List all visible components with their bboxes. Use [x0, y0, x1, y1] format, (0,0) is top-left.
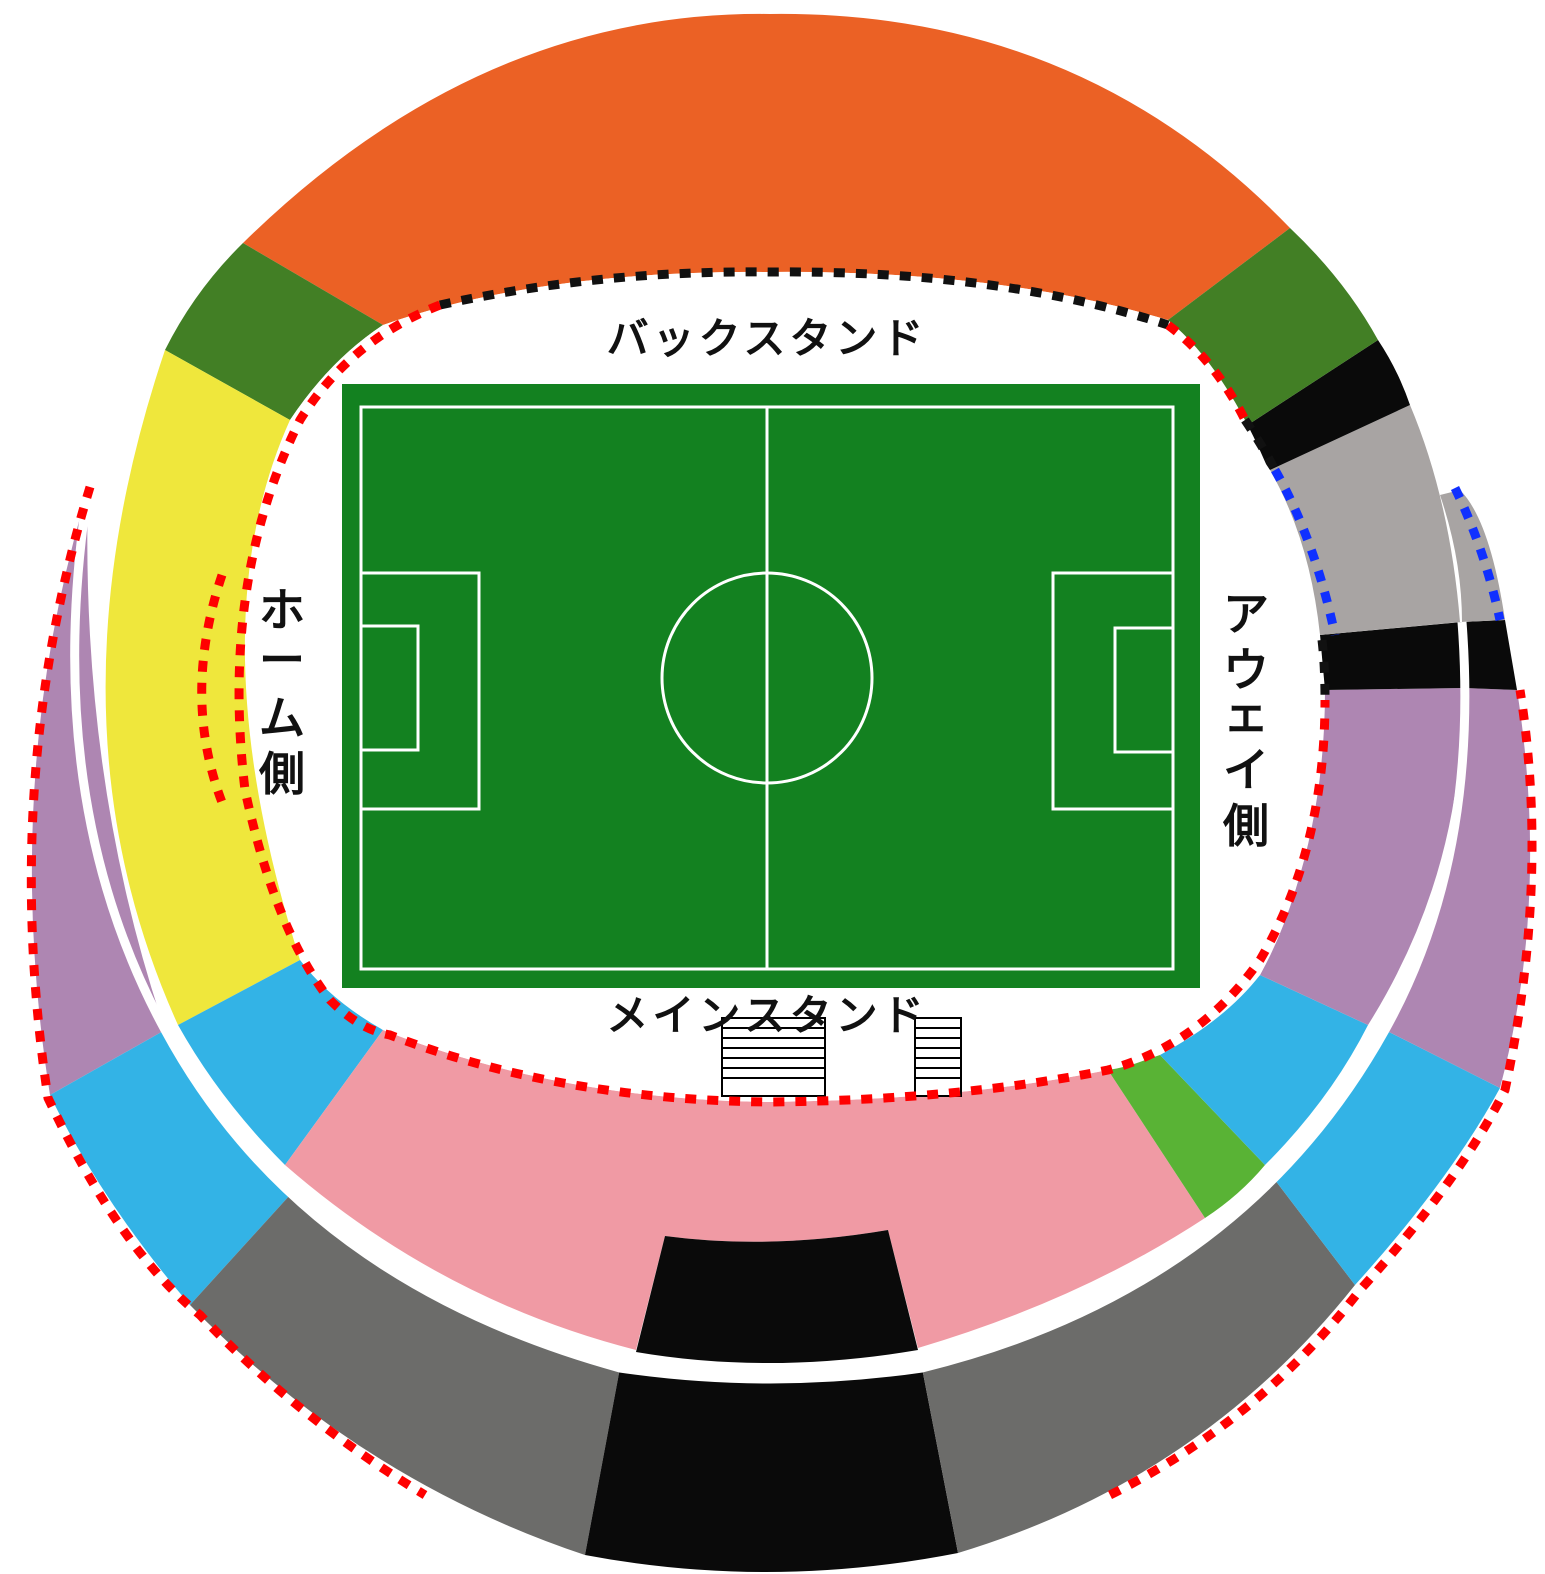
- neutral-boundary-right-goal: [1317, 639, 1330, 701]
- home-boundary-outer-left: [26, 485, 428, 1499]
- home-boundary-arc: [197, 573, 230, 812]
- seat-block-away-outer-lavender[interactable]: [1385, 688, 1531, 1088]
- neutral-boundary-back: [439, 267, 1170, 330]
- away-side-label: ア ウ ェ イ 側: [1222, 587, 1269, 853]
- seat-block-main-stand[interactable]: [285, 1030, 1205, 1350]
- home-side-char: ホ: [259, 583, 305, 637]
- away-side-char: ェ: [1223, 687, 1269, 741]
- home-side-char: ー: [259, 633, 305, 687]
- right-goal-area: [1113, 626, 1175, 754]
- ring-separator-left: [70, 489, 1470, 1384]
- seat-block-away-corner-blue[interactable]: [1160, 975, 1368, 1165]
- away-side-char: 側: [1222, 799, 1269, 853]
- center-circle: [660, 571, 874, 785]
- away-side-char: ア: [1223, 587, 1269, 641]
- seat-block-main-center-black[interactable]: [636, 1230, 918, 1364]
- home-boundary-inner: [234, 300, 1330, 1107]
- pitch: [342, 384, 1200, 988]
- neutral-boundary-right-corner: [1241, 417, 1279, 473]
- home-boundary-outer-right: [1107, 689, 1537, 1500]
- seat-block-corner-top-left[interactable]: [165, 243, 383, 420]
- dotted-boundaries: [26, 267, 1537, 1500]
- seat-block-lower-center-black[interactable]: [585, 1368, 958, 1573]
- back-stand-label: バックスタンド: [607, 314, 928, 363]
- seat-block-away-inner-lavender[interactable]: [1260, 688, 1463, 1025]
- seat-block-lower-left-grey[interactable]: [190, 1195, 620, 1555]
- pitch-surface: [342, 384, 1200, 988]
- seat-block-away-outer-black[interactable]: [1462, 620, 1517, 690]
- seat-block-away-outer-blue[interactable]: [1275, 1030, 1500, 1285]
- away-side-char: ウ: [1223, 643, 1269, 697]
- seat-block-away-outer-grey[interactable]: [1440, 490, 1505, 622]
- away-boundary-outer: [1450, 486, 1505, 621]
- outer-ring: [31, 490, 1531, 1573]
- seat-block-back-stand[interactable]: [243, 13, 1290, 326]
- seat-block-home-corner-blue[interactable]: [178, 960, 383, 1165]
- away-side-char: イ: [1223, 743, 1269, 797]
- home-side-label: ホ ー ム 側: [258, 583, 305, 801]
- left-goal-area: [359, 624, 420, 752]
- seat-block-home-outer-lavender[interactable]: [31, 490, 165, 1095]
- seat-block-corner-top-right-black[interactable]: [1240, 340, 1410, 470]
- seat-block-lime-wedge[interactable]: [1108, 1055, 1265, 1218]
- main-stand-label: メインスタンド: [606, 991, 927, 1040]
- home-side-char: ム: [259, 691, 305, 745]
- home-side-char: 側: [258, 747, 305, 801]
- seat-block-lower-right-grey[interactable]: [922, 1180, 1355, 1553]
- seat-block-away-inner-black[interactable]: [1320, 622, 1462, 690]
- bench-box-right: [914, 1017, 962, 1097]
- seat-block-home-outer-blue[interactable]: [50, 1030, 290, 1305]
- bench-box-left: [721, 1017, 826, 1097]
